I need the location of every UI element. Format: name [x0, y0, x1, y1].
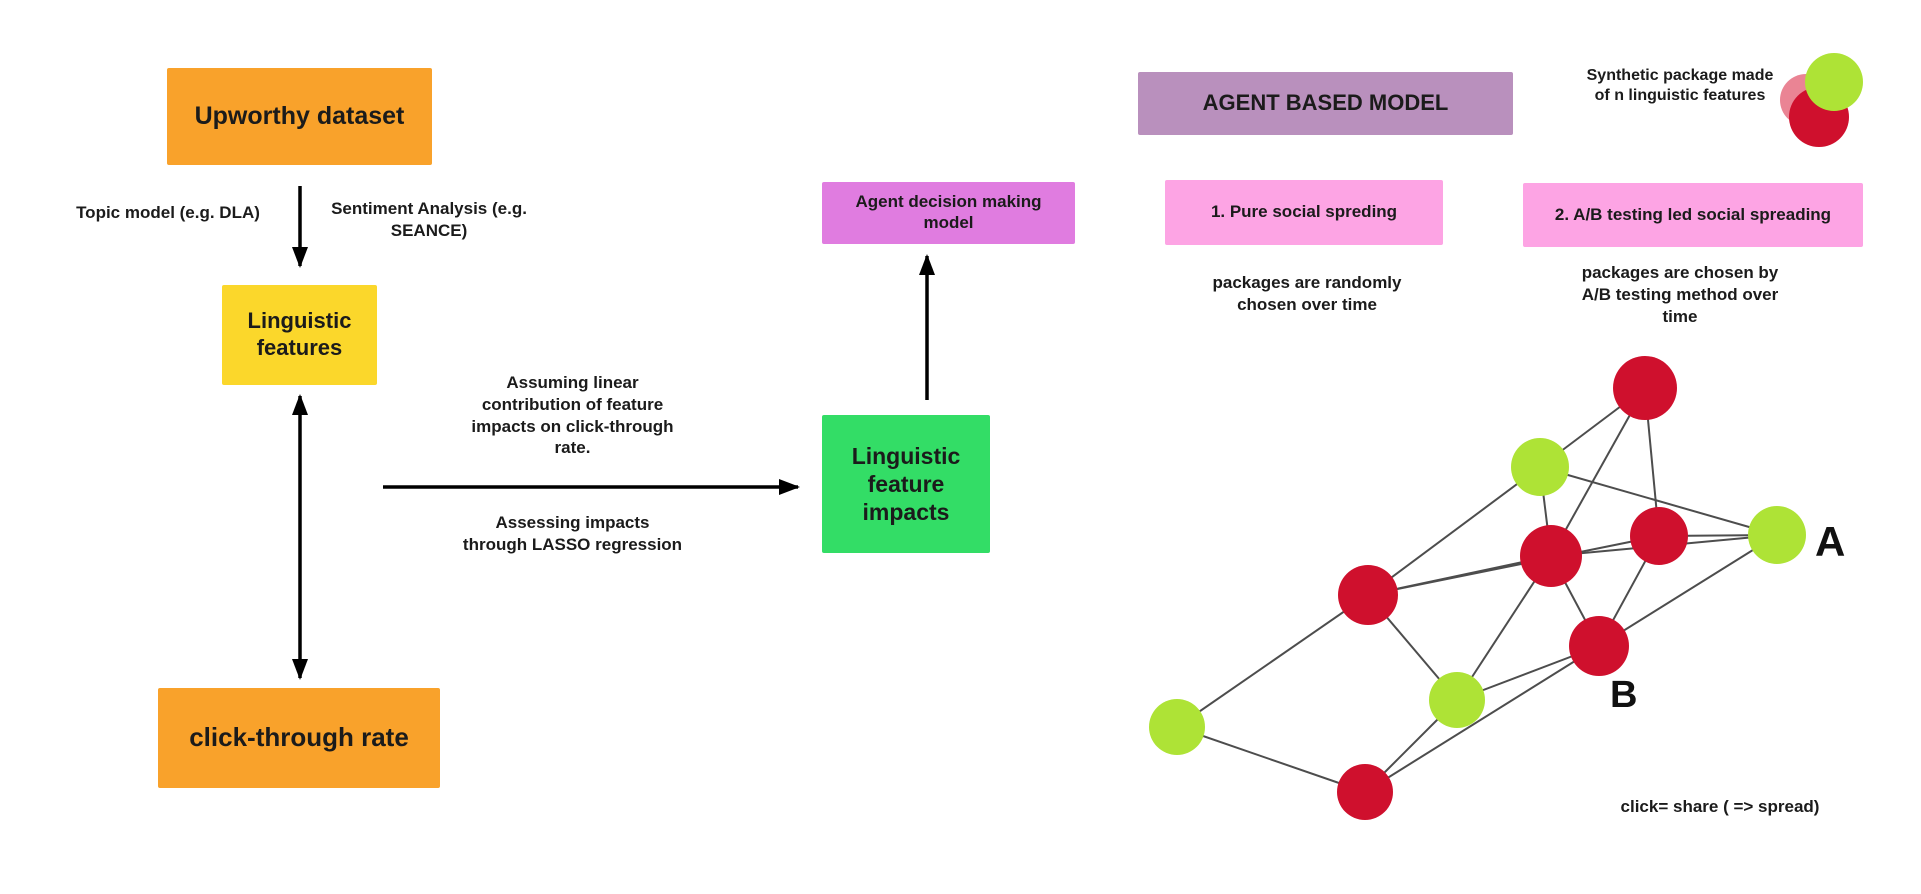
scenario2-description: packages are chosen by A/B testing metho…: [1581, 263, 1779, 326]
upworthy-dataset-box: Upworthy dataset: [167, 68, 432, 165]
network-nodes: [1149, 356, 1806, 820]
network-node-green: [1429, 672, 1485, 728]
scenario1-box: 1. Pure social spreding: [1165, 180, 1443, 245]
sentiment-analysis-label: Sentiment Analysis (e.g. SEANCE): [331, 199, 527, 240]
assuming-linear-label: Assuming linear contribution of feature …: [471, 373, 674, 458]
network-edge: [1539, 466, 1778, 536]
synthetic-package-label: Synthetic package made of n linguistic f…: [1586, 67, 1774, 105]
network-edge: [1550, 387, 1646, 557]
network-edges: [1176, 387, 1778, 793]
package-icon: [1780, 53, 1863, 147]
network-edge: [1367, 535, 1660, 596]
network-node-red: [1630, 507, 1688, 565]
scenario1-description: packages are randomly chosen over time: [1212, 273, 1402, 314]
linguistic-feature-impacts-box: Linguistic feature impacts: [822, 415, 990, 553]
network-node-red: [1569, 616, 1629, 676]
scenario2-box: 2. A/B testing led social spreading: [1523, 183, 1863, 247]
network-node-red: [1613, 356, 1677, 420]
network-edge: [1598, 534, 1778, 647]
network-node-green: [1511, 438, 1569, 496]
network-edge: [1176, 594, 1369, 728]
package-circle-green: [1805, 53, 1863, 111]
click-share-note: click= share ( => spread): [1620, 797, 1820, 816]
network-edge: [1367, 466, 1541, 596]
network-node-green: [1748, 506, 1806, 564]
network-node-green: [1149, 699, 1205, 755]
flow-arrows: [292, 186, 935, 680]
node-a-label: A: [1815, 518, 1846, 565]
topic-model-label: Topic model (e.g. DLA): [76, 203, 260, 222]
network-node-red: [1337, 764, 1393, 820]
agent-based-model-title-box: AGENT BASED MODEL: [1138, 72, 1513, 135]
agent-decision-making-box: Agent decision making model: [822, 182, 1075, 244]
node-b-label: B: [1610, 674, 1638, 716]
network-edge: [1176, 726, 1366, 793]
linguistic-features-box: Linguistic features: [222, 285, 377, 385]
click-through-rate-box: click-through rate: [158, 688, 440, 788]
network-node-red: [1338, 565, 1398, 625]
network-edge: [1364, 645, 1600, 793]
network-node-red: [1520, 525, 1582, 587]
assessing-impacts-label: Assessing impacts through LASSO regressi…: [462, 513, 683, 554]
